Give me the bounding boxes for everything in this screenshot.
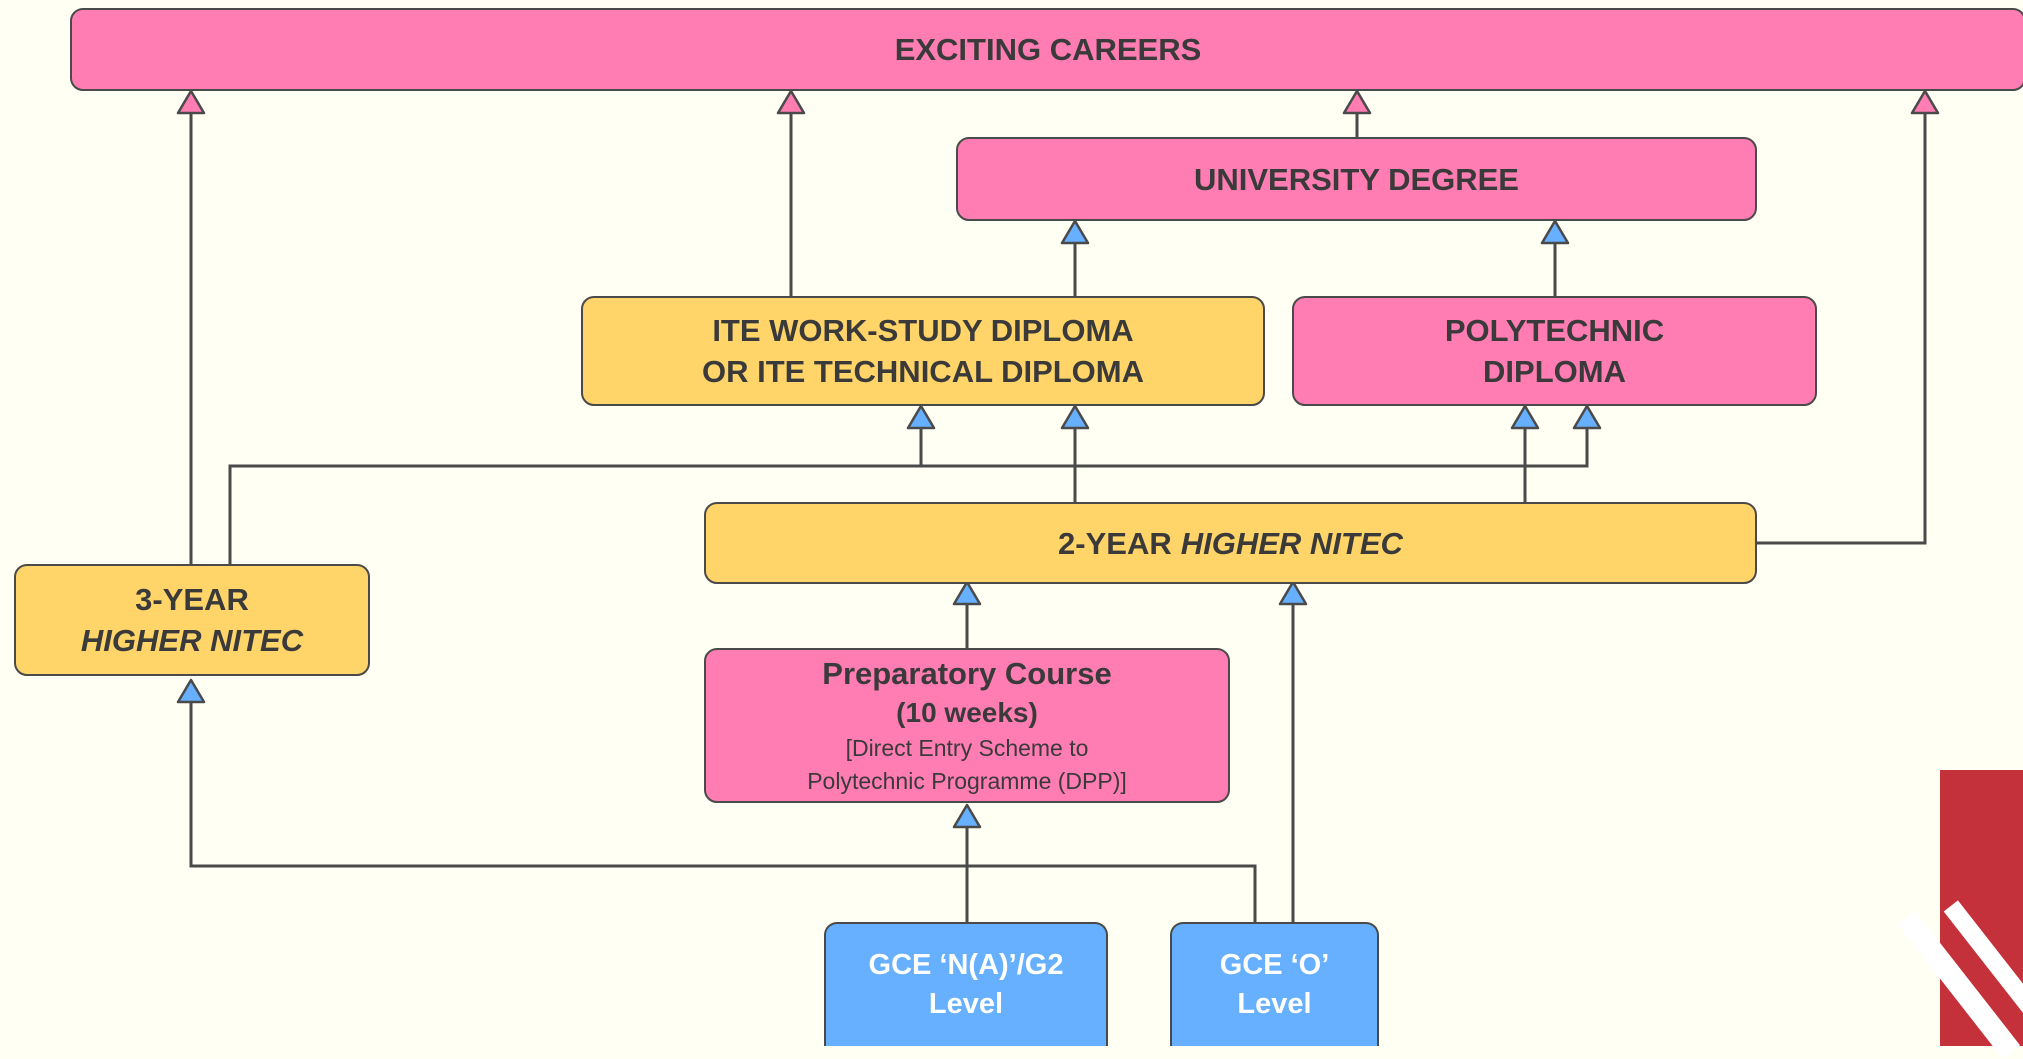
higher-nitec-2yr-box: 2-YEAR HIGHER NITEC bbox=[704, 502, 1757, 584]
arrow-up-icon bbox=[1060, 219, 1090, 245]
gce-na-line2: Level bbox=[928, 988, 1004, 1020]
arrow-up-icon bbox=[776, 89, 806, 115]
polytechnic-diploma-line1: POLYTECHNIC bbox=[1444, 313, 1665, 348]
ite-diploma-line1: ITE WORK-STUDY DIPLOMA bbox=[712, 313, 1134, 348]
preparatory-course-title: Preparatory Course bbox=[822, 656, 1112, 691]
polytechnic-diploma-box: POLYTECHNIC DIPLOMA bbox=[1292, 296, 1817, 406]
line-2yr-to-careers bbox=[1757, 113, 1927, 545]
gce-o-line2: Level bbox=[1237, 988, 1312, 1020]
arrow-up-icon bbox=[176, 678, 206, 704]
arrow-up-icon bbox=[906, 404, 936, 430]
arrow-up-icon bbox=[1510, 404, 1540, 430]
higher-nitec-3yr-line2: HIGHER NITEC bbox=[80, 623, 304, 658]
higher-nitec-3yr-line1: 3-YEAR bbox=[135, 582, 249, 617]
ite-diploma-box: ITE WORK-STUDY DIPLOMA OR ITE TECHNICAL … bbox=[581, 296, 1265, 406]
arrow-up-icon bbox=[1060, 404, 1090, 430]
careers-box: EXCITING CAREERS bbox=[70, 8, 2023, 91]
careers-label: EXCITING CAREERS bbox=[894, 32, 1202, 67]
arrow-up-icon bbox=[952, 580, 982, 606]
arrow-up-icon bbox=[1278, 580, 1308, 606]
university-degree-box: UNIVERSITY DEGREE bbox=[956, 137, 1757, 221]
preparatory-course-note2: Polytechnic Programme (DPP)] bbox=[807, 768, 1127, 794]
arrow-up-icon bbox=[1910, 89, 1940, 115]
gce-o-line1: GCE ‘O’ bbox=[1219, 949, 1330, 981]
gce-o-level-box: GCE ‘O’ Level bbox=[1170, 922, 1379, 1046]
arrow-up-icon bbox=[952, 803, 982, 829]
arrow-up-icon bbox=[1540, 219, 1570, 245]
higher-nitec-3yr-box: 3-YEAR HIGHER NITEC bbox=[14, 564, 370, 676]
polytechnic-diploma-line2: DIPLOMA bbox=[1483, 354, 1626, 389]
arrow-up-icon bbox=[1342, 89, 1372, 115]
preparatory-course-duration: (10 weeks) bbox=[896, 697, 1038, 728]
arrow-up-icon bbox=[1572, 404, 1602, 430]
line-3yr-to-diplomas bbox=[228, 428, 1589, 564]
university-degree-label: UNIVERSITY DEGREE bbox=[1193, 161, 1519, 197]
line-gce-to-3yr bbox=[189, 702, 1257, 922]
arrow-up-icon bbox=[176, 89, 206, 115]
gce-na-level-box: GCE ‘N(A)’/G2 Level bbox=[824, 922, 1108, 1046]
logo-icon bbox=[1898, 770, 2023, 1059]
preparatory-course-box: Preparatory Course (10 weeks) [Direct En… bbox=[704, 648, 1230, 803]
gce-na-line1: GCE ‘N(A)’/G2 bbox=[868, 949, 1064, 981]
higher-nitec-2yr-italic: HIGHER NITEC bbox=[1180, 525, 1403, 561]
higher-nitec-2yr-prefix: 2-YEAR bbox=[1058, 525, 1172, 561]
ite-diploma-line2: OR ITE TECHNICAL DIPLOMA bbox=[701, 354, 1145, 389]
preparatory-course-note1: [Direct Entry Scheme to bbox=[845, 735, 1089, 761]
